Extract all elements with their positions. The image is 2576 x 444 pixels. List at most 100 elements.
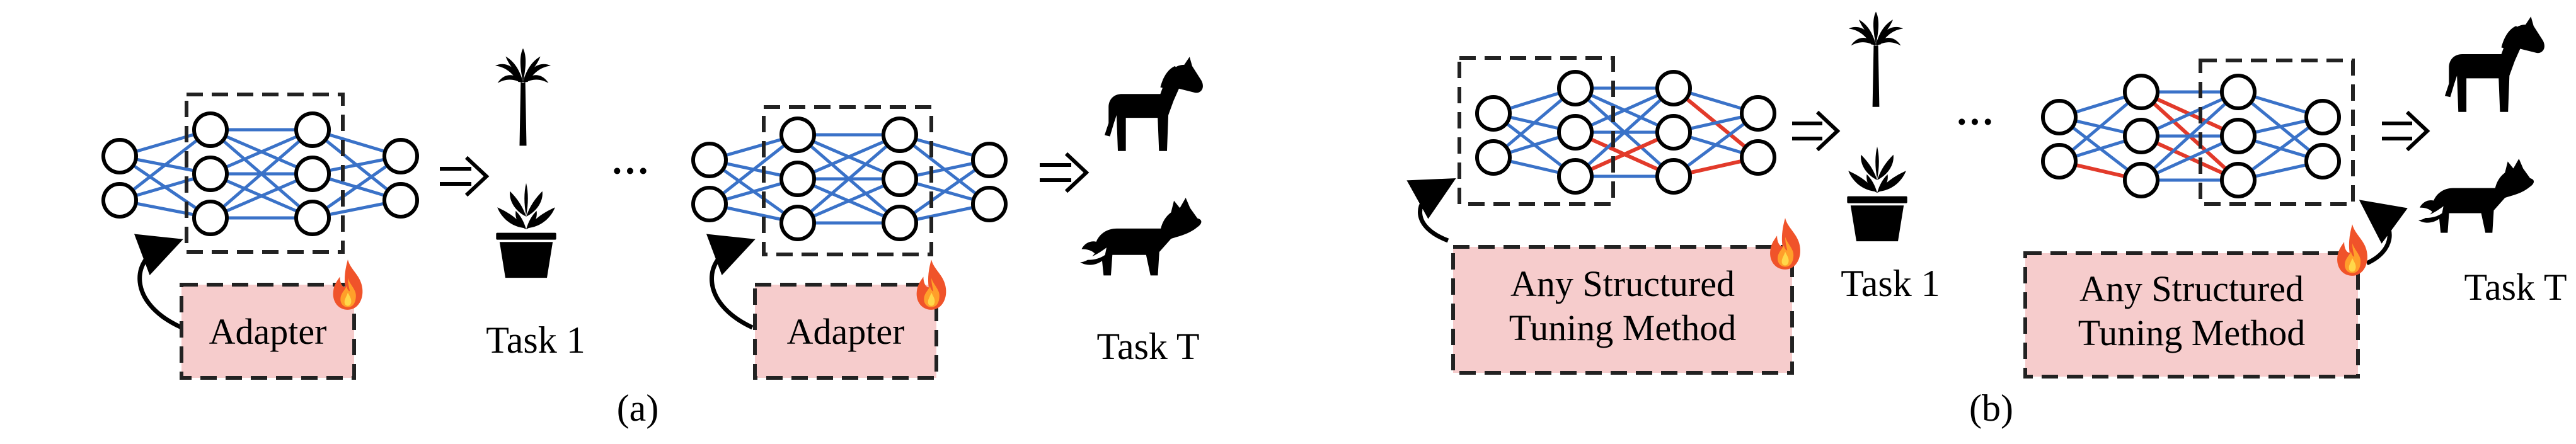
palm-tree-icon bbox=[1848, 11, 1904, 107]
network-node bbox=[1655, 114, 1692, 151]
fire-icon bbox=[1770, 218, 1800, 270]
tuned-region-box-2 bbox=[2199, 59, 2355, 206]
adapter-label-2: Adapter bbox=[787, 311, 905, 352]
network-node bbox=[101, 138, 138, 174]
palm-tree-icon bbox=[495, 48, 551, 146]
network-edge bbox=[797, 177, 900, 225]
task-t-label: Task T bbox=[1096, 326, 1199, 367]
network-node bbox=[2220, 74, 2257, 110]
network-node bbox=[2123, 162, 2159, 198]
network-node bbox=[2304, 143, 2341, 179]
network-node bbox=[971, 186, 1008, 222]
curved-arrow-3 bbox=[1406, 178, 1456, 243]
network-node bbox=[779, 117, 816, 153]
panel-b: Any Structured Tuning Method Task 1 ··· … bbox=[1406, 11, 2567, 429]
tuned-region-box-1 bbox=[1458, 56, 1615, 206]
network-node bbox=[1475, 139, 1512, 176]
network-node bbox=[2220, 118, 2257, 154]
fire-icon bbox=[333, 259, 363, 310]
network-node bbox=[1475, 95, 1512, 132]
method-label-1-line1: Any Structured bbox=[1510, 263, 1735, 304]
network-node bbox=[691, 186, 728, 222]
network-node bbox=[1655, 158, 1692, 195]
task-1-label: Task 1 bbox=[1841, 263, 1940, 304]
network-edge bbox=[796, 134, 901, 224]
neural-networks bbox=[101, 70, 2341, 241]
network-node bbox=[882, 205, 918, 241]
horse-icon bbox=[1104, 57, 1203, 151]
network-node bbox=[2304, 99, 2341, 135]
adapter-region-box-2 bbox=[762, 105, 933, 256]
fire-icon bbox=[2337, 224, 2367, 276]
network-node bbox=[971, 142, 1008, 178]
task-t-label: Task T bbox=[2464, 266, 2567, 308]
panel-a: Adapter Task 1 ··· Adapter Task T (a) bbox=[134, 48, 1203, 429]
network-node bbox=[691, 142, 728, 178]
horse-icon bbox=[2444, 16, 2544, 112]
network-edge bbox=[210, 128, 313, 176]
network-node bbox=[1740, 139, 1776, 176]
double-arrow-icon bbox=[1792, 110, 1841, 152]
network-edge bbox=[2140, 91, 2240, 181]
double-arrow-icon bbox=[440, 156, 490, 197]
network-node bbox=[2123, 74, 2159, 110]
network-node bbox=[294, 200, 331, 236]
potted-plant-icon bbox=[1847, 146, 1907, 242]
network-node bbox=[1557, 114, 1594, 151]
method-box-1 bbox=[1451, 245, 1794, 375]
network-edge bbox=[1574, 87, 1675, 178]
fox-icon bbox=[2418, 159, 2534, 233]
caption-b: (b) bbox=[1969, 387, 2013, 429]
method-label-1-line2: Tuning Method bbox=[1509, 307, 1736, 348]
network-node bbox=[882, 161, 918, 197]
adapter-region-box-1 bbox=[185, 93, 345, 254]
network-node bbox=[1740, 95, 1776, 132]
network-edge bbox=[118, 128, 212, 202]
curved-arrow-2 bbox=[706, 234, 756, 330]
network-node bbox=[192, 111, 229, 148]
ellipsis: ··· bbox=[611, 150, 650, 193]
curved-arrow-4 bbox=[2359, 200, 2408, 266]
adapter-box-2 bbox=[753, 283, 938, 380]
task-1-label: Task 1 bbox=[486, 319, 585, 361]
network-a2 bbox=[691, 117, 1008, 241]
method-label-2-line1: Any Structured bbox=[2079, 268, 2304, 309]
network-node bbox=[382, 138, 419, 174]
network-edge bbox=[708, 134, 799, 205]
network-node bbox=[294, 156, 331, 192]
fire-icon bbox=[916, 259, 946, 310]
method-label-2-line2: Tuning Method bbox=[2078, 312, 2305, 353]
network-b1 bbox=[1475, 70, 1776, 195]
network-node bbox=[1557, 158, 1594, 195]
network-node bbox=[779, 161, 816, 197]
potted-plant-icon bbox=[496, 183, 556, 278]
network-node bbox=[192, 200, 229, 236]
network-edge bbox=[209, 128, 314, 219]
network-node bbox=[882, 117, 918, 153]
method-box-2 bbox=[2023, 251, 2360, 379]
double-arrow-icon bbox=[1040, 152, 1090, 193]
network-edge bbox=[210, 172, 313, 220]
network-node bbox=[779, 205, 816, 241]
network-node bbox=[2220, 162, 2257, 198]
network-node bbox=[101, 182, 138, 219]
adapter-label-1: Adapter bbox=[209, 311, 327, 352]
network-b2 bbox=[2041, 74, 2341, 198]
network-node bbox=[1557, 70, 1594, 106]
network-node bbox=[2041, 143, 2078, 179]
network-node bbox=[192, 156, 229, 192]
network-node bbox=[2123, 118, 2159, 154]
curved-arrow-1 bbox=[134, 234, 183, 330]
network-node bbox=[294, 111, 331, 148]
network-node bbox=[382, 182, 419, 219]
fox-icon bbox=[1080, 198, 1202, 276]
caption-a: (a) bbox=[617, 387, 659, 429]
network-node bbox=[2041, 99, 2078, 135]
network-node bbox=[1655, 70, 1692, 106]
network-a1 bbox=[101, 111, 419, 236]
ellipsis: ··· bbox=[1955, 101, 1994, 144]
network-edge bbox=[797, 133, 900, 181]
adapter-box-1 bbox=[180, 283, 356, 380]
double-arrow-icon bbox=[2382, 110, 2430, 152]
